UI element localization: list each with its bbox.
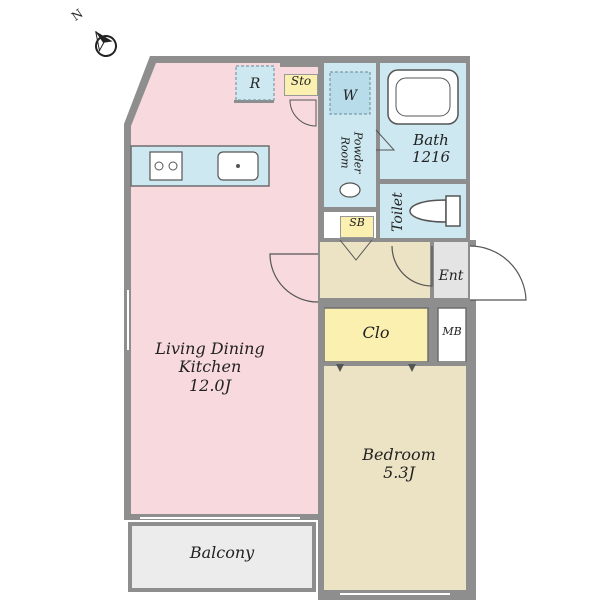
wall-closet-south — [324, 362, 470, 366]
bath-label: Bath 1216 — [396, 131, 466, 167]
ldk-label-line2: Kitchen — [178, 357, 242, 377]
meter-box — [437, 307, 467, 363]
bath-size: 1216 — [411, 148, 451, 167]
balcony-label: Balcony — [189, 543, 255, 562]
door-powder — [375, 129, 396, 151]
powder-room-label: Powder Room — [338, 118, 365, 188]
door-sto — [289, 99, 317, 127]
toilet-tank-icon — [445, 195, 461, 227]
refrigerator-label: R — [249, 76, 261, 92]
door-sb — [339, 239, 373, 261]
wall-sb-south — [324, 238, 380, 242]
powder-room-line1: Powder — [351, 131, 365, 174]
refrigerator-space — [235, 65, 275, 101]
ldk-size: 12.0J — [188, 375, 232, 395]
sink-drain-icon — [236, 164, 240, 168]
ldk-floor — [131, 63, 318, 514]
door-entrance — [469, 245, 527, 301]
compass-needle-icon — [95, 30, 117, 57]
wall-bath-west — [376, 63, 380, 183]
ldk-label: Living Dining Kitchen 12.0J — [140, 339, 280, 395]
wall-toilet-south — [376, 238, 470, 242]
wall-sto — [280, 63, 320, 67]
washer-area — [329, 71, 371, 115]
storage-label: Sto — [284, 74, 318, 96]
door-bathroom — [391, 245, 433, 287]
bedroom-label: Bedroom 5.3J — [344, 445, 454, 483]
wall-hall-south — [320, 298, 470, 304]
toilet-label: Toilet — [389, 192, 406, 232]
washer-label: W — [342, 88, 358, 104]
wall-bath-south — [376, 179, 470, 184]
compass: N — [68, 6, 128, 66]
washbasin-icon — [339, 182, 361, 198]
toilet-bowl-icon — [409, 199, 447, 223]
closet-label: Clo — [362, 323, 390, 342]
wall-ldk-east-lower — [318, 300, 324, 520]
entrance-label: Ent — [438, 268, 464, 284]
meter-box-label: MB — [442, 325, 462, 338]
burner-2-icon — [168, 161, 178, 171]
wall-powder-south — [324, 207, 380, 212]
bedroom-floor — [324, 366, 466, 590]
bedroom-name: Bedroom — [362, 445, 436, 464]
bathtub-inner-icon — [395, 77, 451, 117]
balcony-floor — [128, 522, 316, 592]
wall-ldk-east — [318, 63, 324, 233]
burner-1-icon — [154, 161, 164, 171]
bathtub-icon — [387, 69, 459, 125]
powder-room-line2: Room — [339, 136, 352, 169]
door-ldk — [269, 253, 319, 303]
ldk-label-line1: Living Dining — [155, 339, 265, 358]
hall-floor — [320, 242, 432, 298]
bedroom-size: 5.3J — [383, 463, 415, 483]
wall-r — [234, 100, 274, 103]
shoe-box-label: SB — [340, 216, 374, 238]
entrance-floor — [434, 242, 468, 298]
bath-name: Bath — [413, 131, 449, 149]
closet-door-left — [336, 364, 344, 372]
closet-door-right — [408, 364, 416, 372]
